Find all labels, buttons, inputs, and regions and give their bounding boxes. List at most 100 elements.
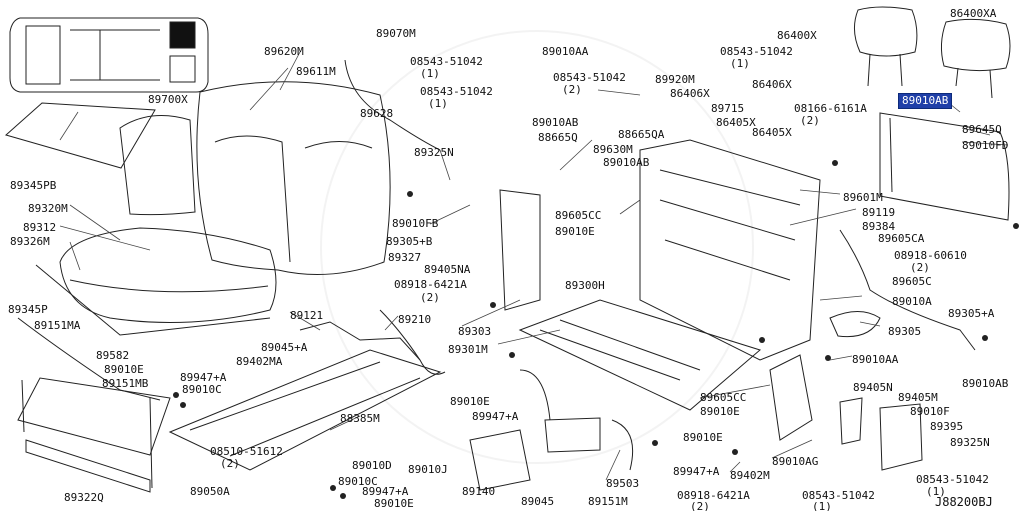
part-label: 89010E [555, 225, 595, 238]
part-label: 89395 [930, 420, 964, 433]
part-label: 89384 [862, 220, 896, 233]
part-label: 89010C [338, 475, 378, 488]
part-label: 89601M [843, 191, 883, 204]
part-label: (1) [730, 57, 750, 70]
part-label: 89010AA [542, 45, 589, 58]
part-label: 89010AG [772, 455, 819, 468]
part-label: 08918-6421A [394, 278, 467, 291]
part-label: 89010F [910, 405, 950, 418]
part-label: 89151MA [34, 319, 81, 332]
part-label: 89305+B [386, 235, 433, 248]
part-label: 89119 [862, 206, 896, 219]
part-label: 89503 [606, 477, 640, 490]
part-label: 89305 [888, 325, 922, 338]
seat-frame-icon [499, 139, 821, 411]
part-label: 89010FB [392, 217, 439, 230]
part-label: 89010E [450, 395, 490, 408]
watermark-emblem [320, 30, 754, 464]
hardware-parts-icon [469, 369, 634, 491]
part-label: 89210 [398, 313, 432, 326]
part-label: 89947+A [362, 485, 409, 498]
part-label: 89322Q [64, 491, 104, 504]
part-label: 89947+A [472, 410, 519, 423]
part-label: 89050A [190, 485, 230, 498]
highlighted-part-label[interactable]: 89010AB [898, 93, 953, 109]
part-label: (2) [690, 500, 710, 511]
part-label: 89010E [700, 405, 740, 418]
part-label: 08543-51042 [916, 473, 989, 486]
part-label: 89620M [264, 45, 304, 58]
part-label: 89300H [565, 279, 605, 292]
part-label: 89010D [352, 459, 392, 472]
floor-mat-icon [4, 102, 171, 493]
part-label: 86406X [670, 87, 710, 100]
part-label: 08543-51042 [420, 85, 493, 98]
part-label: 89010AB [532, 116, 579, 129]
bolt-icon [173, 160, 1019, 499]
part-label: (1) [420, 67, 440, 80]
part-label: 89325N [414, 146, 454, 159]
part-label: 89402M [730, 469, 770, 482]
part-label: 89045 [521, 495, 555, 508]
part-label: 89010E [104, 363, 144, 376]
part-label: 89010C [182, 383, 222, 396]
part-label: 89405M [898, 391, 938, 404]
part-label: 89947+A [673, 465, 720, 478]
part-label: 89605CC [700, 391, 747, 404]
part-label: 89010J [408, 463, 448, 476]
part-label: 89605CA [878, 232, 925, 245]
part-label: 08543-51042 [720, 45, 793, 58]
part-label: 88665Q [538, 131, 578, 144]
part-label: 08510-51612 [210, 445, 283, 458]
headrest-icon [854, 6, 1011, 99]
part-label: 86400X [777, 29, 817, 42]
part-label: 89645Q [962, 123, 1002, 136]
part-label: 86405X [716, 116, 756, 129]
part-label: 89010FD [962, 139, 1009, 152]
part-label: 89327 [388, 251, 422, 264]
part-label: 89010A [892, 295, 932, 308]
part-label: 89345PB [10, 179, 57, 192]
wire-harness-icon [344, 59, 976, 375]
part-label: 89010E [683, 431, 723, 444]
diagram-code: J88200BJ [935, 495, 993, 509]
part-label: 89611M [296, 65, 336, 78]
part-label: 89305+A [948, 307, 995, 320]
part-label: 08543-51042 [410, 55, 483, 68]
seat-rail-frame-icon [168, 321, 442, 471]
part-label: 89715 [711, 102, 745, 115]
part-label: 89303 [458, 325, 492, 338]
part-label: 89326M [10, 235, 50, 248]
part-label: 08918-6421A [677, 489, 750, 502]
seat-belt-icon [17, 317, 161, 401]
part-label: 89151M [588, 495, 628, 508]
part-label: 89605CC [555, 209, 602, 222]
latch-bracket-icon [769, 311, 923, 471]
part-label: 89010AA [852, 353, 899, 366]
part-label: (1) [926, 485, 946, 498]
part-label: 89405N [853, 381, 893, 394]
part-label: 89700X [148, 93, 188, 106]
rear-bench-seat-icon [35, 81, 391, 336]
part-label: 89301M [448, 343, 488, 356]
part-label: 89605C [892, 275, 932, 288]
part-label: 89010AB [962, 377, 1009, 390]
seat-back-panel-icon [879, 112, 1010, 221]
part-label: 89345P [8, 303, 48, 316]
part-label: 08543-51042 [553, 71, 626, 84]
part-label: 88665QA [618, 128, 665, 141]
part-label: 89947+A [180, 371, 227, 384]
part-label: (1) [428, 97, 448, 110]
part-label: 08918-60610 [894, 249, 967, 262]
part-label: 89312 [23, 221, 57, 234]
part-label: 89151MB [102, 377, 149, 390]
part-label: 86406X [752, 78, 792, 91]
part-label: (2) [420, 291, 440, 304]
leader-lines [59, 51, 1009, 481]
part-label: (2) [220, 457, 240, 470]
part-label: 89402MA [236, 355, 283, 368]
part-label: 89045+A [261, 341, 308, 354]
part-label: (2) [910, 261, 930, 274]
